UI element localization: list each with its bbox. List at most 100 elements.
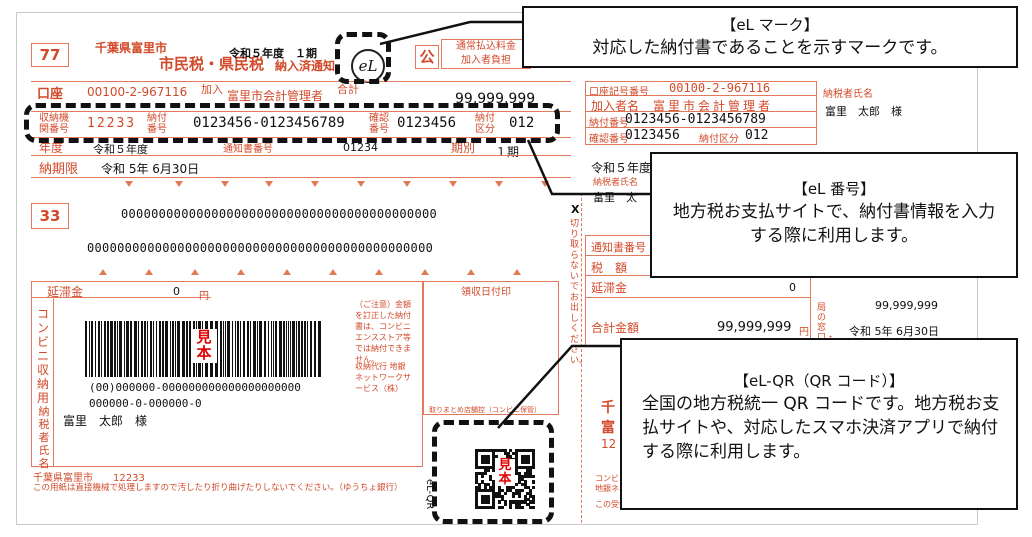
qr-module	[492, 500, 496, 504]
barcode-bar	[240, 321, 241, 377]
qr-module	[515, 451, 519, 455]
qr-module	[480, 457, 484, 461]
highlight-el-mark	[335, 32, 391, 84]
callout-el-qr-title: 【eL-QR（QR コード）】	[733, 372, 904, 390]
barcode-bar	[307, 321, 308, 377]
barcode-bar	[159, 321, 161, 377]
qr-module	[497, 500, 501, 504]
barcode-bar	[156, 321, 157, 377]
late-fee-value: 0	[173, 285, 180, 298]
qr-module	[526, 474, 530, 478]
qr-module	[506, 454, 510, 458]
stub-bottom-partial-2: 富	[601, 420, 615, 436]
cut-mark: X	[571, 203, 580, 216]
callout-el-mark: 【eL マーク】 対応した納付書であることを示すマークです。	[522, 6, 1018, 68]
qr-module	[503, 500, 507, 504]
qr-module	[523, 471, 527, 475]
qr-module	[509, 506, 513, 510]
qr-module	[526, 486, 530, 490]
qr-module	[532, 497, 536, 501]
qr-module	[475, 463, 479, 467]
qr-module	[480, 497, 484, 501]
qr-module	[515, 503, 519, 507]
qr-module	[480, 454, 484, 458]
stub-bottom-partial-1: 千	[601, 400, 615, 416]
qr-module	[517, 500, 521, 504]
qr-module	[512, 494, 516, 498]
barcode-bar	[150, 321, 152, 377]
qr-module	[483, 471, 487, 475]
cut-note: 切り取らないでお出しください。	[570, 219, 589, 366]
caution-text: （ご注意）金額を訂正した納付書は、コンビニエンスストア等では納付できません。	[355, 300, 411, 364]
qr-module	[480, 471, 484, 475]
qr-module	[492, 489, 496, 493]
stub-account-box	[585, 81, 817, 145]
qr-module	[515, 471, 519, 475]
qr-module	[515, 491, 519, 495]
barcode-bar	[298, 321, 300, 377]
qr-module	[520, 477, 524, 481]
barcode-bar	[89, 321, 90, 377]
qr-module	[517, 494, 521, 498]
barcode-bar	[172, 321, 174, 377]
barcode-bar	[119, 321, 122, 377]
barcode-bar	[126, 321, 129, 377]
qr-module	[506, 451, 510, 455]
qr-module	[500, 494, 504, 498]
barcode-bar	[147, 321, 148, 377]
notice-number-value: 01234	[343, 141, 378, 154]
qr-module	[483, 454, 487, 458]
notice-number-label: 通知書番号	[223, 144, 273, 155]
qr-module	[475, 477, 479, 481]
qr-module	[520, 460, 524, 464]
qr-module	[517, 466, 521, 470]
stub-amount-right: 99,999,999	[875, 299, 938, 312]
qr-module	[492, 483, 496, 487]
qr-module	[532, 466, 536, 470]
qr-module	[483, 500, 487, 504]
footer-line-1: 千葉県富里市 12233	[33, 473, 145, 484]
stub-total-yen: 円	[799, 327, 809, 338]
qr-module	[529, 489, 533, 493]
qr-module	[523, 486, 527, 490]
qr-module	[523, 474, 527, 478]
confirm-label: 確認番号	[369, 113, 389, 135]
conveni-block	[31, 281, 423, 467]
qr-module	[486, 466, 490, 470]
qr-module	[477, 486, 481, 490]
qr-module	[483, 483, 487, 487]
barcode-bar	[165, 321, 168, 377]
qr-module	[515, 489, 519, 493]
barcode-bar	[292, 321, 295, 377]
qr-module	[475, 500, 479, 504]
kubun-label: 納付区分	[475, 113, 495, 135]
qr-module	[500, 449, 504, 453]
qr-module	[509, 503, 513, 507]
qr-module	[475, 457, 479, 461]
barcode-bar	[114, 321, 116, 377]
barcode-bar	[189, 321, 191, 377]
qr-module	[509, 449, 513, 453]
barcode-bar	[98, 321, 100, 377]
qr-module	[526, 503, 530, 507]
qr-module	[475, 460, 479, 464]
nofu-number: 0123456-0123456789	[193, 115, 345, 131]
qr-module	[526, 471, 530, 475]
municipality-name: 千葉県富里市	[95, 41, 168, 55]
qr-module	[512, 491, 516, 495]
kubun-number: 012	[509, 115, 535, 131]
qr-module	[486, 494, 490, 498]
payee-name: 富里市会計管理者	[227, 89, 324, 103]
kanyu-label: 加入	[201, 83, 223, 96]
barcode-bar	[225, 321, 226, 377]
qr-module	[475, 491, 479, 495]
mihon-stamp-barcode: 見本	[191, 329, 217, 363]
qr-module	[475, 480, 479, 484]
qr-module	[480, 466, 484, 470]
stub-bottom-partial-3: 12	[601, 437, 617, 451]
qr-module	[515, 454, 519, 458]
qr-module	[517, 474, 521, 478]
qr-module	[523, 466, 527, 470]
qr-module	[480, 506, 484, 510]
connector-el-number	[526, 139, 652, 196]
